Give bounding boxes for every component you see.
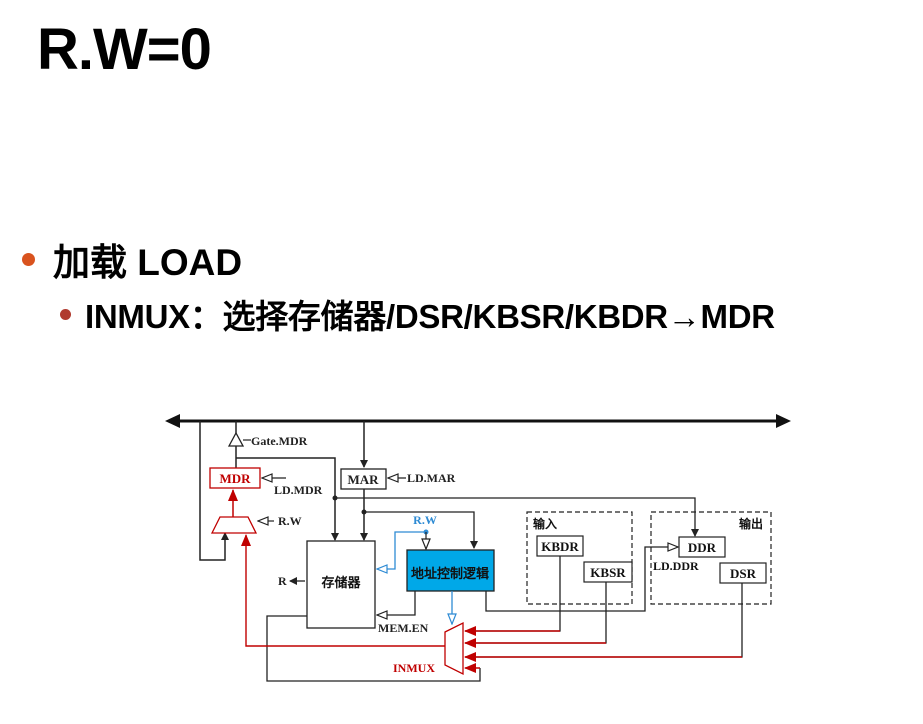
gate-mdr-label: Gate.MDR (251, 434, 308, 448)
tristate-buffer-icon (227, 431, 245, 447)
slide-title: R.W=0 (37, 17, 212, 82)
inmux-to-mdr-mux-wire (241, 534, 445, 647)
system-bus (165, 414, 791, 428)
ddr-label: DDR (688, 540, 717, 555)
mar-label: MAR (347, 472, 379, 487)
output-group-label: 输出 (739, 516, 763, 531)
bullet-dot-icon (22, 252, 35, 266)
ld-mar-label: LD.MAR (407, 471, 456, 485)
logic-rw-signal: R.W (377, 513, 437, 569)
mar-register: MAR LD.MAR (340, 421, 456, 490)
ld-mdr-label: LD.MDR (274, 483, 323, 497)
mux-rw-label: R.W (278, 514, 302, 528)
mdr-to-memory-wire (236, 457, 339, 541)
mem-en-wire (377, 591, 416, 615)
bus-to-mux-wire (199, 421, 229, 561)
memory-label: 存储器 (321, 575, 361, 590)
mem-en-label: MEM.EN (378, 621, 429, 635)
bullet-inmux: INMUX：选择存储器/DSR/KBSR/KBDR→MDR (60, 292, 775, 336)
address-logic-label: 地址控制逻辑 (411, 566, 489, 581)
input-device-group: 输入 KBDR KBSR (526, 511, 633, 605)
kbsr-label: KBSR (590, 565, 626, 580)
inmux-label: INMUX (393, 661, 435, 675)
bullet-inmux-text: INMUX：选择存储器/DSR/KBSR/KBDR→MDR (85, 298, 775, 335)
ld-ddr-wire (485, 547, 678, 612)
bullet-load-text: 加载 LOAD (53, 242, 243, 283)
memory-block: 存储器 R (278, 540, 376, 629)
ld-ddr-label: LD.DDR (653, 559, 699, 573)
bus-arrow-left-icon (165, 414, 180, 428)
kbdr-label: KBDR (541, 539, 579, 554)
gate-mdr: Gate.MDR (227, 421, 308, 468)
mdr-register: MDR LD.MDR (209, 467, 323, 497)
address-control-logic: 地址控制逻辑 (406, 549, 495, 592)
r-label: R (278, 574, 287, 588)
logic-rw-label: R.W (413, 513, 437, 527)
mar-to-logic-wire (364, 511, 478, 549)
mdr-input-mux: R.W (210, 489, 302, 534)
mdr-label: MDR (219, 471, 251, 486)
mdr-to-ddr-wire (335, 497, 699, 537)
inmux: INMUX (241, 534, 743, 682)
bus-arrow-right-icon (776, 414, 791, 428)
dsr-label: DSR (730, 566, 757, 581)
bullet-load: 加载 LOAD (22, 236, 242, 283)
bullet-dot-icon (60, 308, 71, 320)
output-device-group: 输出 DDR LD.DDR DSR (650, 511, 772, 605)
input-group-label: 输入 (533, 516, 557, 531)
